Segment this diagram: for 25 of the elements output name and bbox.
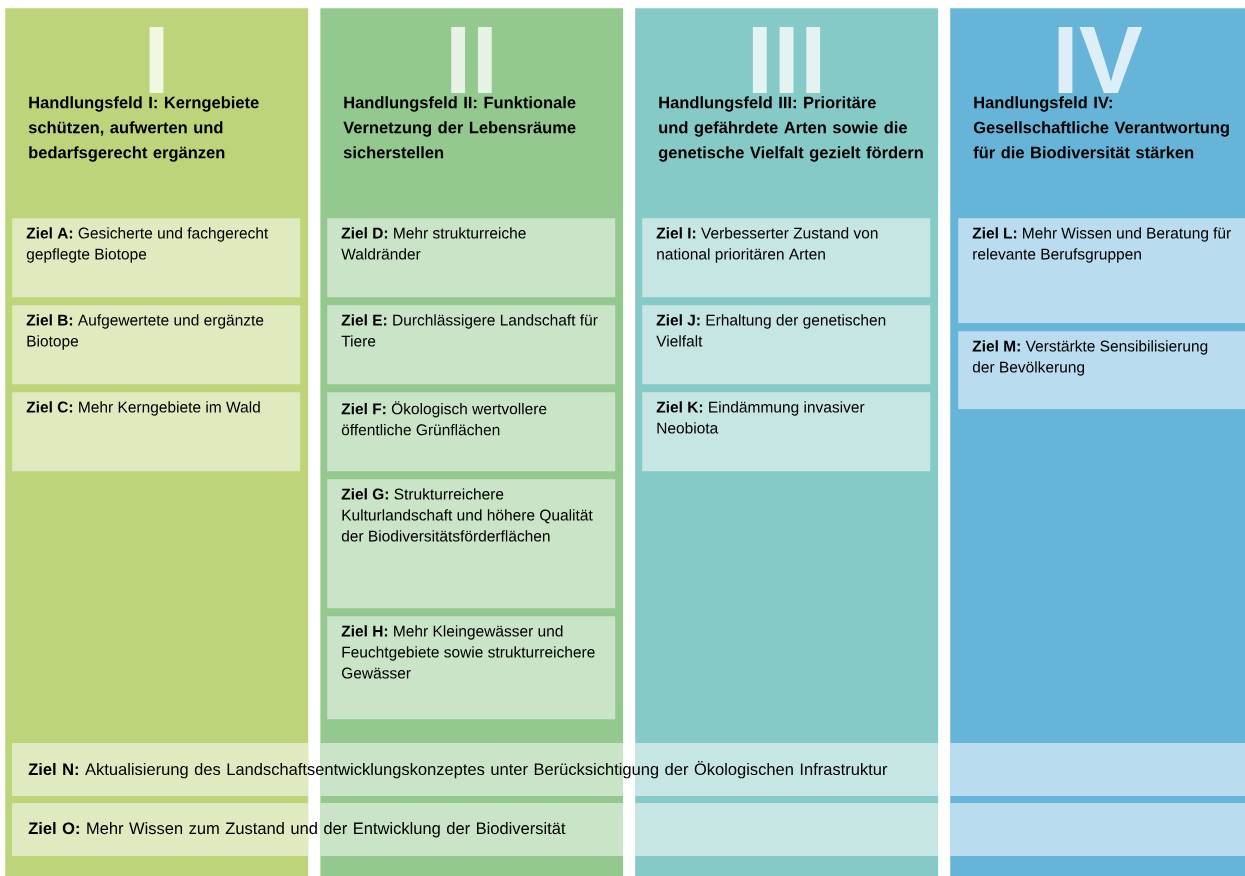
goal-box: Ziel I: Verbesserter Zustand von national prioritären Arten xyxy=(642,218,931,298)
goal-box: Ziel M: Verstärkte Sensibilisierung der Bevölkerung xyxy=(958,331,1245,410)
goal-box: Ziel J: Erhaltung der genetischen Vielfalt xyxy=(642,305,931,385)
node-label: Ziel O: xyxy=(28,822,79,835)
roman-numeral: III xyxy=(752,26,821,93)
goal-box: Ziel G: Strukturreichere Kulturlandschaft und höhere Qualität der Biodiversitätsförderflächen xyxy=(327,479,616,609)
heading: Handlungsfeld I: Kerngebiete schützen, aufwerten und bedarfsgerecht ergänzen xyxy=(28,96,259,162)
goal-box: Ziel D: Mehr strukturreiche Waldränder xyxy=(327,218,616,298)
goal-box: Ziel B: Aufgewertete und ergänzte Biotope xyxy=(12,305,301,385)
goal-box: Ziel C: Mehr Kerngebiete im Wald xyxy=(12,392,301,472)
roman-numeral: II xyxy=(451,26,492,93)
goal-strip: Ziel O: Mehr Wissen zum Zustand und der Entwicklung der Biodiversität xyxy=(12,803,1245,856)
node-label: Ziel N: xyxy=(28,762,78,776)
heading: Handlungsfeld III: Prioritäre und gefährdete Arten sowie die genetische Vielfalt gezielt fördern xyxy=(658,96,923,162)
goal-strip: Ziel N: Aktualisierung des Landschaftsentwicklungskonzeptes unter Berücksichtigung der Ökologischen Infrastruktur xyxy=(12,743,1245,796)
goal-box: Ziel F: Ökologisch wertvollere öffentliche Grünflächen xyxy=(327,392,616,472)
goal-box: Ziel H: Mehr Kleingewässer und Feuchtgebiete sowie strukturreichere Gewässer xyxy=(327,616,616,720)
roman-numeral: I xyxy=(149,26,164,93)
goal-box: Ziel A: Gesicherte und fachgerecht gepflegte Biotope xyxy=(12,218,301,298)
heading: Handlungsfeld II: Funktionale Vernetzung der Lebensräume sicherstellen xyxy=(343,96,576,159)
roman-numeral: IV xyxy=(1058,26,1143,93)
goal-box: Ziel E: Durchlässigere Landschaft für Tiere xyxy=(327,305,616,385)
goal-box: Ziel K: Eindämmung invasiver Neobiota xyxy=(642,392,931,472)
heading: Handlungsfeld IV: Gesellschaftliche Verantwortung für die Biodiversität stärken xyxy=(973,96,1229,159)
goal-box: Ziel L: Mehr Wissen und Beratung für relevante Berufsgruppen xyxy=(958,218,1245,324)
